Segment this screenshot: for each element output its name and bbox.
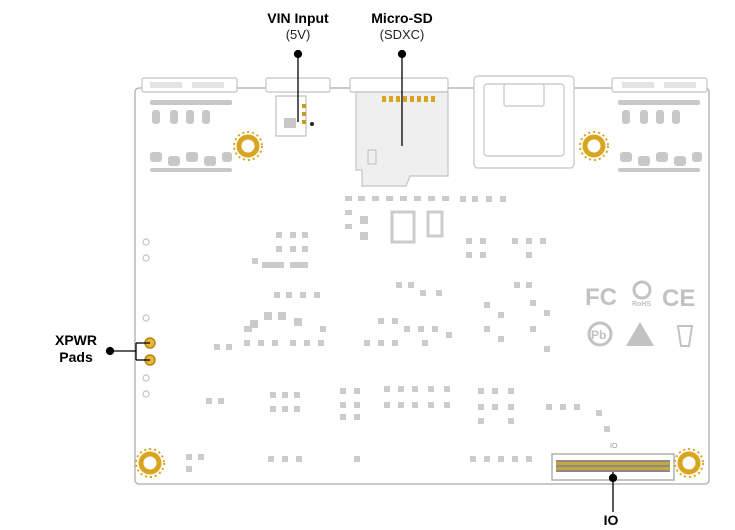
mount-hole-top-left (236, 134, 260, 158)
smd-components (186, 196, 610, 472)
usb-pads-left (150, 100, 232, 172)
usb-port-right (611, 77, 708, 93)
usb-port-left (141, 77, 238, 93)
mount-hole-bottom-left (138, 451, 162, 475)
mount-holes (138, 134, 701, 475)
vin-footprint (275, 95, 314, 137)
io-title: IO (603, 512, 619, 528)
io-silk-label: IO (610, 443, 618, 450)
fc-mark: FC (585, 284, 617, 311)
vin-input-callout: VIN Input (5V) (256, 10, 340, 42)
sd-slot-tab (349, 77, 449, 93)
xpwr-label-line1: XPWR (55, 332, 97, 348)
left-test-pads (142, 238, 150, 398)
mount-hole-bottom-right (677, 451, 701, 475)
micro-sd-subtitle: (SDXC) (379, 26, 425, 42)
micro-sd-title: Micro-SD (371, 10, 433, 26)
xpwr-label-line2: Pads (59, 348, 93, 365)
vin-input-subtitle: (5V) (285, 26, 311, 42)
ce-mark: CE (662, 285, 695, 312)
esd-mark (626, 322, 654, 346)
mount-hole-top-right (582, 134, 606, 158)
certification-marks: FC RoHS CE Pb (585, 280, 695, 347)
rohs-mark: RoHS (632, 301, 651, 308)
io-callout: IO (596, 512, 626, 529)
xpwr-pads-callout: XPWR Pads (44, 332, 108, 366)
usb-pads-right (618, 100, 702, 172)
leader-lines (105, 49, 618, 512)
pb-free-mark (587, 321, 613, 347)
vin-input-title: VIN Input (267, 10, 329, 26)
svg-text:Pb: Pb (591, 328, 606, 342)
micro-sd-callout: Micro-SD (SDXC) (356, 10, 448, 42)
